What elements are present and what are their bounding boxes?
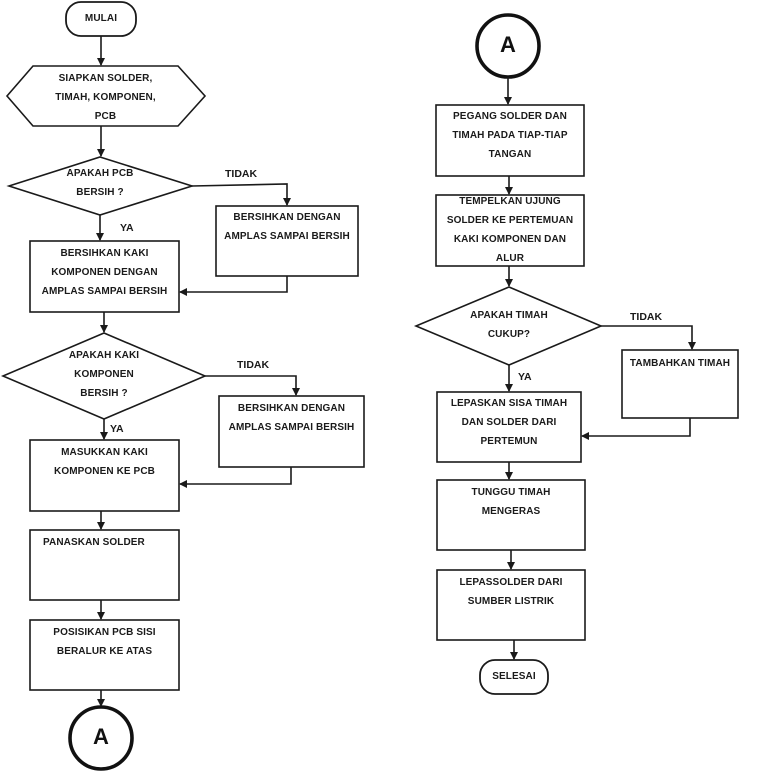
- arrow-pcb-no: [191, 183, 291, 206]
- start-label: MULAI: [84, 13, 118, 24]
- edge-label-tin-yes: YA: [518, 371, 532, 383]
- heat-solder-label: PANASKAN SOLDER: [43, 537, 145, 548]
- unplug-solder-label: LEPASSOLDER DARI SUMBER LISTRIK: [459, 577, 563, 607]
- insert-legs-box: [29, 439, 180, 512]
- release-tin-box: [436, 391, 582, 463]
- clean-legs-2-box: [218, 395, 365, 468]
- prepare-hexagon: [5, 65, 207, 127]
- end-terminal: [479, 659, 549, 695]
- hold-solder-box: [435, 104, 585, 177]
- add-tin-box: [621, 349, 739, 419]
- pcb-clean-question: APAKAH PCB BERSIH ?: [66, 168, 134, 198]
- clean-pcb-box: [215, 205, 359, 277]
- attach-tip-box: [435, 194, 585, 267]
- legs-clean-question: APAKAH KAKI KOMPONEN BERSIH ?: [68, 350, 140, 399]
- connector-in-label: A: [500, 32, 516, 57]
- clean-legs-2-label: BERSIHKAN DENGAN AMPLAS SAMPAI BERSIH: [228, 403, 355, 433]
- arrow-add-tin-return: [581, 418, 691, 440]
- wait-tin-label: TUNGGU TIMAH MENGERAS: [471, 487, 551, 517]
- edge-label-pcb-no: TIDAK: [225, 168, 258, 180]
- add-tin-label: TAMBAHKAN TIMAH: [629, 358, 731, 369]
- arrow-legs-no: [205, 375, 300, 396]
- edge-label-tin-no: TIDAK: [630, 311, 663, 323]
- edge-label-pcb-yes: YA: [120, 222, 134, 234]
- arrow-tin-no: [601, 325, 696, 350]
- clean-legs-label: BERSIHKAN KAKI KOMPONEN DENGAN AMPLAS SA…: [41, 248, 168, 297]
- attach-tip-label: TEMPELKAN UJUNG SOLDER KE PERTEMUAN KAKI…: [446, 196, 574, 264]
- edge-label-legs-yes: YA: [110, 423, 124, 435]
- position-pcb-box: [29, 619, 180, 691]
- hold-solder-label: PEGANG SOLDER DAN TIMAH PADA TIAP-TIAP T…: [452, 111, 568, 160]
- connector-out-circle: [68, 705, 134, 771]
- end-label: SELESAI: [492, 671, 536, 682]
- wait-tin-box: [436, 479, 586, 551]
- release-tin-label: LEPASKAN SISA TIMAH DAN SOLDER DARI PERT…: [450, 398, 568, 447]
- insert-legs-label: MASUKKAN KAKI KOMPONEN KE PCB: [54, 447, 155, 477]
- clean-legs-box: [29, 240, 180, 313]
- clean-pcb-label: BERSIHKAN DENGAN AMPLAS SAMPAI BERSIH: [224, 212, 350, 242]
- position-pcb-label: POSISIKAN PCB SISI BERALUR KE ATAS: [53, 627, 156, 657]
- arrow-clean-legs-return: [179, 467, 292, 488]
- tin-enough-question: APAKAH TIMAH CUKUP?: [470, 310, 548, 340]
- heat-solder-box: [29, 529, 180, 601]
- arrow-clean-pcb-return: [179, 276, 288, 296]
- unplug-solder-box: [436, 569, 586, 641]
- connector-out-label: A: [93, 724, 109, 749]
- edge-label-legs-no: TIDAK: [237, 359, 270, 371]
- prepare-label: SIAPKAN SOLDER, TIMAH, KOMPONEN, PCB: [55, 73, 156, 122]
